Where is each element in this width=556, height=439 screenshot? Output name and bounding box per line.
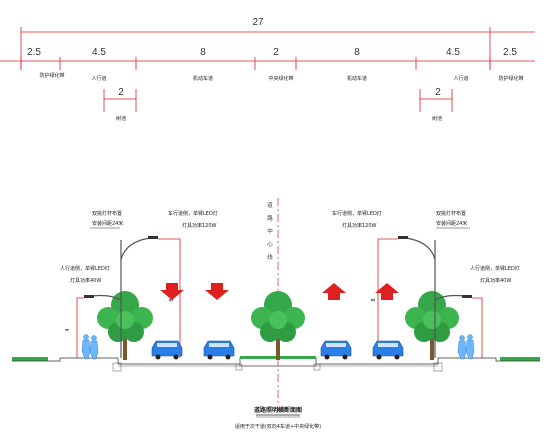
- centerline-char: 线: [267, 253, 273, 261]
- dim-seg-2: 4.5: [92, 47, 106, 58]
- note-right-ped-1: 人行道侧，单臂LED灯: [470, 265, 520, 272]
- arrow-down-icon: [205, 283, 229, 300]
- label-left-pit: 树池: [116, 115, 126, 122]
- note-left-ped-1: 人行道侧，单臂LED灯: [60, 265, 110, 272]
- dim-seg-1: 2.5: [27, 47, 41, 58]
- label-right-pit: 树池: [432, 115, 442, 122]
- tree-median: [251, 291, 305, 360]
- dim-total: 27: [252, 17, 264, 28]
- drawing-subtitle: 适用于次干道(双向4车道+中央绿化带): [235, 423, 321, 430]
- note-left-pole-2: 安装间距24米: [92, 220, 123, 227]
- lamp-pole-right: [398, 236, 472, 358]
- note-left-ped-2: 灯具功率40W: [70, 277, 101, 284]
- centerline-label: 道 路 中 心 线: [267, 201, 273, 261]
- arrow-down-icon: [160, 283, 184, 300]
- dim-tree-pit-right: 2: [435, 87, 441, 98]
- drawing-title: 道路照明横断面图: [254, 406, 302, 414]
- centerline-char: 路: [267, 214, 273, 222]
- arrow-up-icon: [322, 283, 346, 300]
- height-mark-right: 8: [371, 298, 377, 301]
- pedestrians-left: [81, 334, 99, 360]
- centerline-char: 心: [267, 241, 273, 248]
- note-left-main-2: 灯具功率120W: [182, 222, 217, 229]
- car-1: [151, 340, 183, 360]
- label-median: 中央绿化带: [268, 75, 293, 82]
- label-right-green: 防护绿化带: [498, 75, 523, 82]
- note-left-pole-1: 双挑灯杆布置: [92, 210, 122, 217]
- note-right-ped-2: 灯具功率40W: [480, 277, 511, 284]
- dim-seg-4: 2: [273, 47, 279, 58]
- label-right-sidewalk: 人行道: [453, 75, 468, 82]
- arrow-up-icon: [375, 283, 399, 300]
- centerline-char: 中: [267, 227, 273, 235]
- tree-left: [97, 291, 153, 360]
- lamp-notes-right: 车行道侧，单臂LED灯 灯具功率120W 双挑灯杆布置 安装间距24米 人行道侧…: [332, 210, 520, 284]
- height-mark-ped: 4: [65, 328, 71, 331]
- lamp-notes-left: 双挑灯杆布置 安装间距24米 车行道侧，单臂LED灯 灯具功率120W 人行道侧…: [60, 210, 218, 284]
- note-right-main-1: 车行道侧，单臂LED灯: [332, 210, 382, 217]
- pedestrians-right: [457, 334, 475, 360]
- segment-ticks: [20, 57, 491, 70]
- traffic-arrows: [160, 283, 399, 300]
- car-4: [372, 340, 404, 360]
- label-left-green: 防护绿化带: [39, 72, 64, 79]
- note-left-main-1: 车行道侧，单臂LED灯: [168, 210, 218, 217]
- label-left-sidewalk: 人行道: [91, 75, 106, 82]
- centerline-char: 道: [267, 201, 273, 209]
- label-right-motor: 机动车道: [347, 75, 367, 82]
- label-left-motor: 机动车道: [193, 75, 213, 82]
- dim-tree-pit-left: 2: [118, 87, 124, 98]
- dim-seg-7: 2.5: [503, 47, 517, 58]
- dim-seg-5: 8: [354, 47, 360, 58]
- car-3: [320, 340, 352, 360]
- dim-seg-3: 8: [200, 47, 206, 58]
- lamp-pole-left: [84, 236, 158, 358]
- car-2: [203, 340, 235, 360]
- dimension-lines: [0, 27, 535, 112]
- tree-right: [405, 291, 459, 360]
- note-right-pole-1: 双挑灯杆布置: [436, 210, 466, 217]
- note-right-pole-2: 安装间距24米: [436, 220, 467, 227]
- note-right-main-2: 灯具功率120W: [342, 222, 377, 229]
- dim-seg-6: 4.5: [446, 47, 460, 58]
